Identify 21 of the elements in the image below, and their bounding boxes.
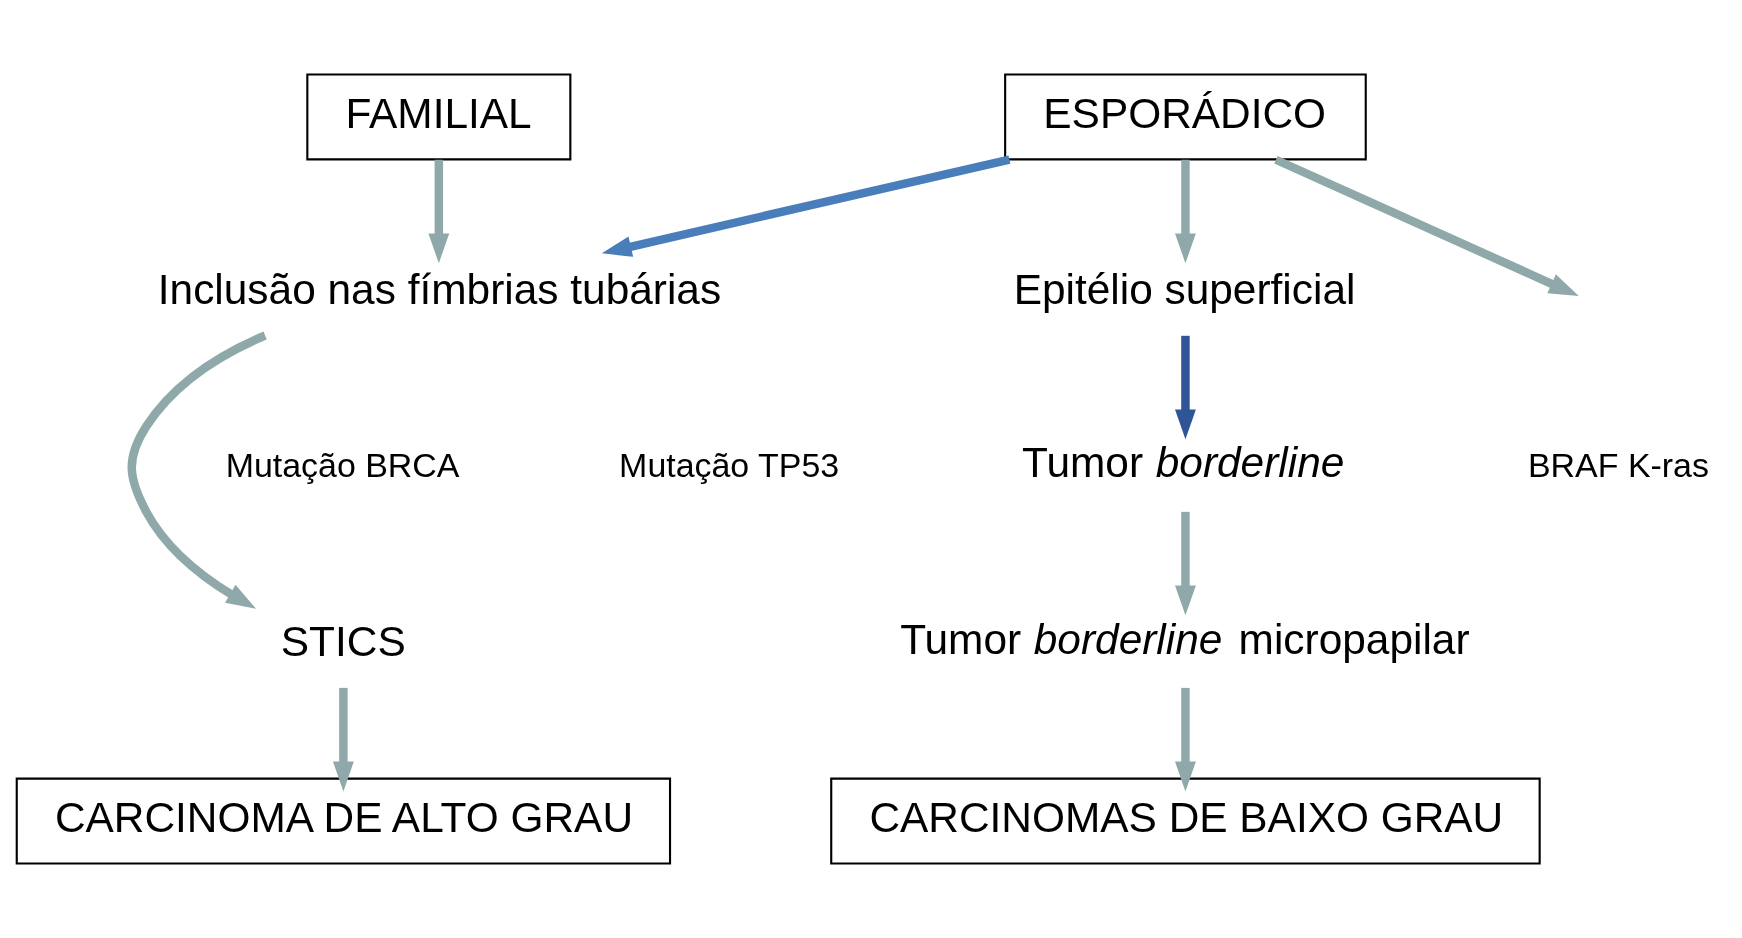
node-text: Epitélio superficial xyxy=(1013,265,1356,313)
node-box: FAMILIAL xyxy=(306,73,572,161)
arrow xyxy=(1175,687,1196,792)
node-box: CARCINOMAS DE BAIXO GRAU xyxy=(830,777,1541,865)
arrow xyxy=(1175,335,1196,440)
arrow xyxy=(428,159,450,264)
arrow xyxy=(601,155,1011,257)
arrow xyxy=(1274,155,1579,297)
node-text: STICS xyxy=(280,617,406,665)
arrow xyxy=(332,687,354,792)
label: Mutação BRCA xyxy=(225,446,460,485)
arrow xyxy=(127,331,267,609)
arrow xyxy=(1175,511,1196,616)
node-box: CARCINOMA DE ALTO GRAU xyxy=(15,777,672,865)
arrow xyxy=(1175,159,1196,264)
node-box: ESPORÁDICO xyxy=(1004,73,1367,161)
label: Mutação TP53 xyxy=(619,446,840,485)
label: BRAF K-ras xyxy=(1528,446,1709,485)
node-text: Tumor borderline micropapilar xyxy=(900,615,1470,663)
node-text: Inclusão nas fímbrias tubárias xyxy=(157,265,722,313)
node-text: Tumor borderline xyxy=(1022,439,1345,487)
